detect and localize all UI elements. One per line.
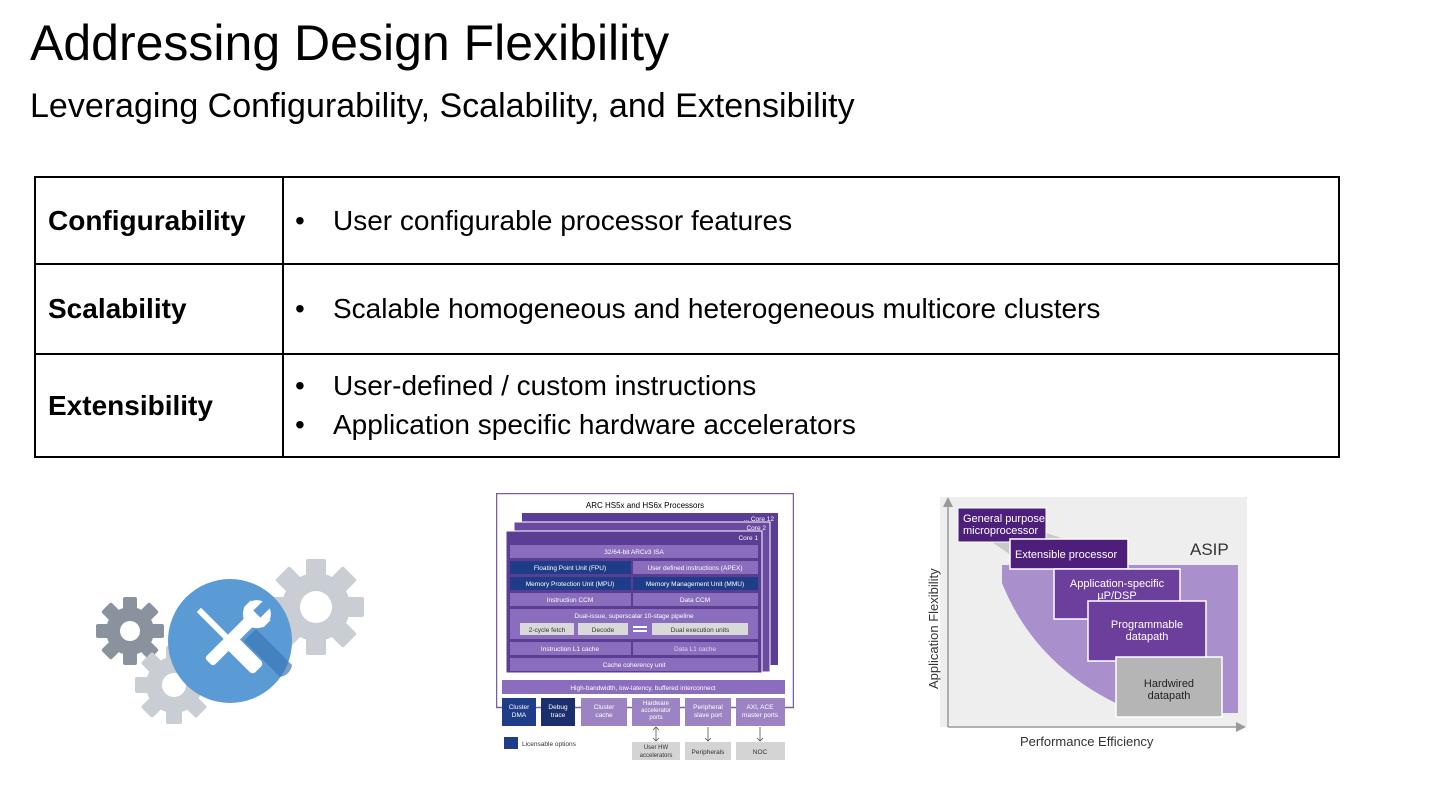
ext-label: Extensible processor	[1015, 549, 1117, 561]
hwacc-line: ports	[649, 715, 662, 721]
table-row: Extensibility User-defined / custom inst…	[34, 353, 1340, 458]
pipeline-arrow	[633, 626, 647, 632]
dl1-block: Data L1 cache	[674, 646, 716, 653]
row-label: Configurability	[34, 176, 284, 265]
prog-line: Programmable	[1111, 619, 1183, 631]
wrench-screwdriver-icon	[168, 579, 292, 703]
core-label: ... Core 12	[744, 516, 775, 523]
app-line: µP/DSP	[1097, 590, 1136, 602]
periph-port-line: slave port	[694, 712, 722, 719]
slide-subtitle: Leveraging Configurability, Scalability,…	[30, 87, 855, 125]
prog-line: datapath	[1126, 631, 1169, 643]
hw-line: datapath	[1148, 690, 1191, 702]
row-content: User-defined / custom instructions Appli…	[282, 353, 1340, 458]
coherency-block: Cache coherency unit	[603, 662, 666, 669]
table-row: Configurability User configurable proces…	[34, 176, 1340, 265]
table-row: Scalability Scalable homogeneous and het…	[34, 263, 1340, 355]
gp-line: General purpose	[963, 513, 1045, 525]
bullet-item: Application specific hardware accelerato…	[285, 408, 1337, 442]
x-axis-label: Performance Efficiency	[1020, 734, 1154, 749]
core-label: Core 2	[746, 525, 766, 532]
asip-label: ASIP	[1190, 540, 1229, 559]
app-line: Application-specific	[1070, 578, 1165, 590]
gear-icon	[96, 597, 164, 665]
ext-noc-block: NOC	[753, 749, 768, 756]
row-label: Scalability	[34, 263, 284, 355]
row-content: Scalable homogeneous and heterogeneous m…	[282, 263, 1340, 355]
port-arrows	[652, 726, 764, 742]
hwacc-line: accelerator	[641, 708, 671, 714]
isa-block: 32/64-bit ARCv3 ISA	[604, 549, 664, 556]
legend-swatch	[504, 737, 518, 749]
dma-line: DMA	[512, 712, 527, 719]
ext-box	[1009, 538, 1129, 570]
interconnect-block: High-bandwidth, low-latency, buffered in…	[570, 685, 716, 692]
axes	[943, 497, 1246, 732]
ext-hw-line: User HW	[644, 745, 669, 751]
apex-block: User defined instructions (APEX)	[647, 565, 742, 572]
arc-title: ARC HS5x and HS6x Processors	[586, 501, 704, 510]
pipeline-block: Dual-issue, superscalar 10-stage pipelin…	[574, 613, 694, 620]
hw-line: Hardwired	[1144, 678, 1194, 690]
dma-line: Cluster	[509, 704, 530, 711]
mpu-block: Memory Protection Unit (MPU)	[526, 581, 615, 588]
axi-line: master ports	[742, 712, 779, 719]
decode-block: Decode	[592, 627, 615, 634]
slide-title: Addressing Design Flexibility	[30, 15, 670, 71]
y-axis-label: Application Flexibility	[926, 568, 941, 689]
mmu-block: Memory Management Unit (MMU)	[646, 581, 744, 588]
ext-hw-line: accelerators	[640, 753, 673, 759]
iccm-block: Instruction CCM	[547, 597, 594, 604]
debug-line: trace	[551, 712, 566, 719]
fpu-block: Floating Point Unit (FPU)	[534, 565, 606, 572]
legend-label: Licensable options	[522, 741, 577, 748]
bullet-item: Scalable homogeneous and heterogeneous m…	[285, 292, 1337, 326]
bullet-item: User-defined / custom instructions	[285, 369, 1337, 403]
gp-box	[957, 507, 1047, 543]
flexibility-diagram: ASIP Application Flexibility Performance…	[926, 497, 1247, 749]
periph-port-line: Peripheral	[693, 704, 723, 711]
row-content: User configurable processor features	[282, 176, 1340, 265]
exec-block: Dual execution units	[671, 627, 730, 634]
tools-gears-icon	[96, 559, 364, 724]
core-label: Core 1	[738, 535, 758, 542]
features-table: Configurability User configurable proces…	[34, 176, 1340, 458]
fetch-block: 2-cycle fetch	[529, 627, 566, 634]
hw-box	[1115, 656, 1223, 718]
il1-block: Instruction L1 cache	[541, 646, 600, 653]
ccache-line: cache	[595, 712, 613, 719]
ext-periph-block: Peripherals	[692, 749, 726, 756]
row-label: Extensibility	[34, 353, 284, 458]
bullet-item: User configurable processor features	[285, 204, 1337, 238]
axi-line: AXI, ACE	[746, 704, 774, 711]
gp-line: microprocessor	[963, 525, 1039, 537]
prog-box	[1087, 600, 1207, 662]
dccm-block: Data CCM	[680, 597, 710, 604]
hwacc-line: Hardware	[643, 701, 670, 707]
debug-line: Debug	[548, 704, 568, 711]
arc-processor-diagram: ARC HS5x and HS6x Processors ... Core 12…	[496, 493, 794, 760]
ccache-line: Cluster	[594, 704, 615, 711]
